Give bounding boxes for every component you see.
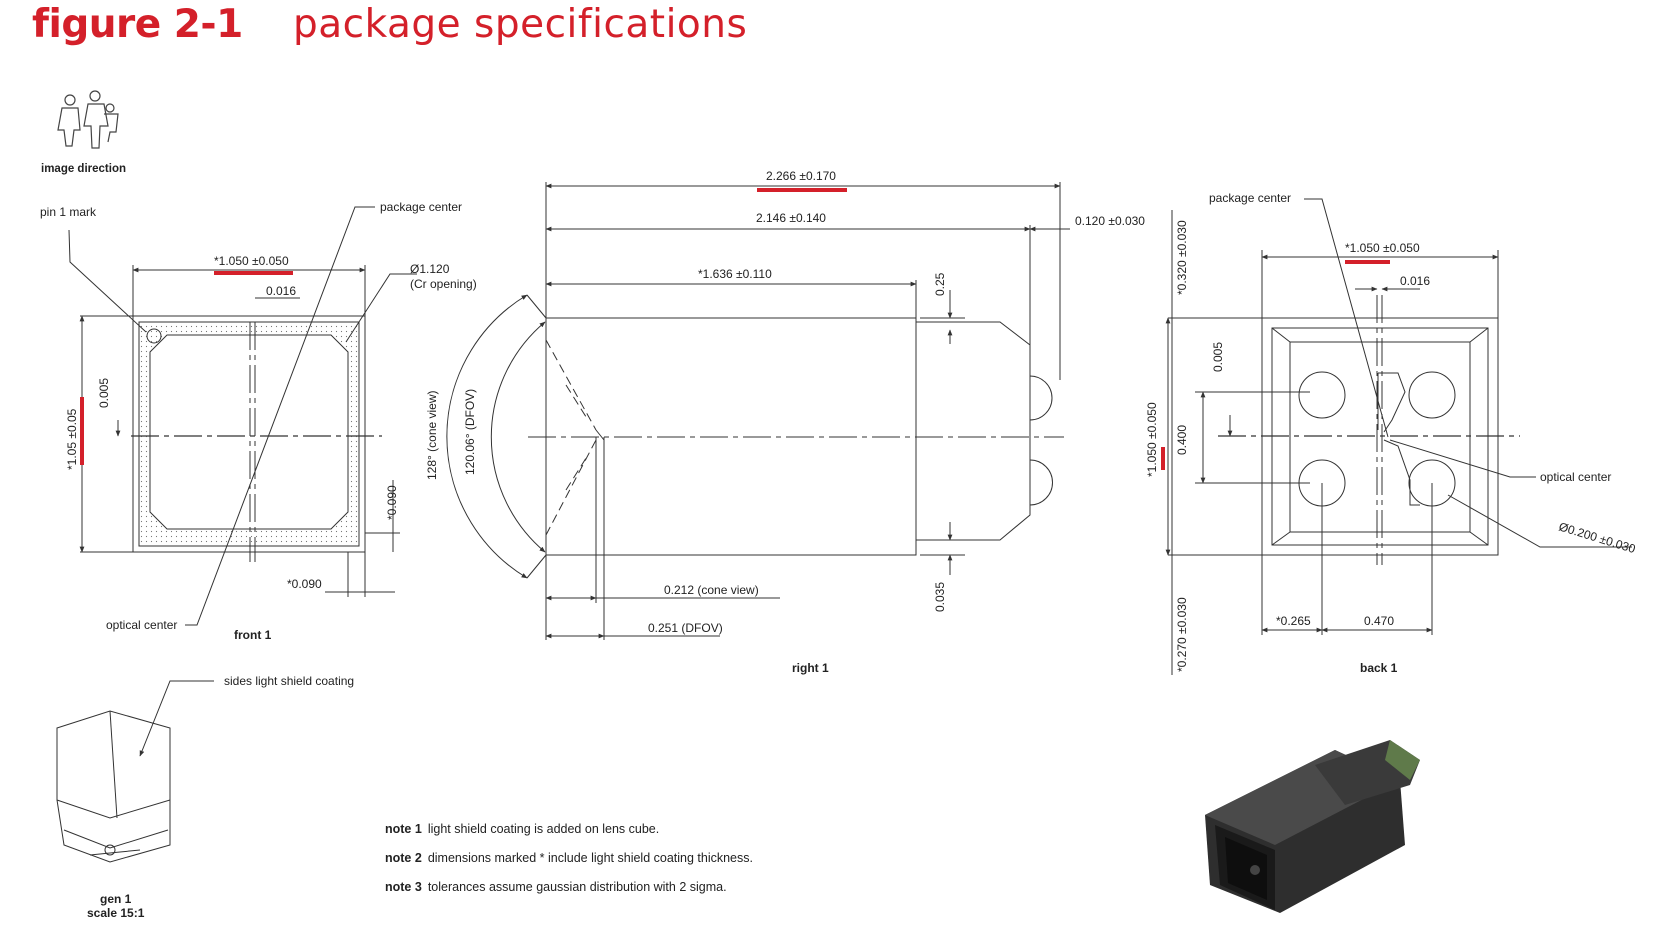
right-view (446, 182, 1070, 640)
back-width-dim: *1.050 ±0.050 (1345, 241, 1420, 255)
front-offset-left: 0.005 (97, 378, 111, 408)
package-center-label: package center (380, 200, 462, 214)
camera-module-photo (1205, 740, 1420, 913)
dim-0320: *0.320 ±0.030 (1175, 220, 1189, 295)
dim-0265: *0.265 (1276, 614, 1311, 628)
note-text: light shield coating is added on lens cu… (427, 822, 660, 836)
front-view-labels: pin 1 mark package center *1.050 ±0.050 … (40, 200, 477, 642)
page-title: package specifications (293, 2, 748, 47)
note-row: note 2 dimensions marked * include light … (385, 851, 753, 880)
gen-view-labels: sides light shield coating gen 1 scale 1… (87, 674, 354, 920)
note-key: note 3 (385, 880, 422, 894)
back-height-dim: *1.050 ±0.050 (1145, 402, 1159, 477)
front-height-dim: *1.05 ±0.05 (65, 408, 79, 470)
gen-caption-line2: scale 15:1 (87, 906, 145, 920)
front-offset-top: 0.016 (266, 284, 296, 298)
back-offset-top: 0.016 (1400, 274, 1430, 288)
len-1636-dim: *1.636 ±0.110 (698, 267, 772, 281)
notes-list: note 1 light shield coating is added on l… (385, 822, 753, 909)
len-2146-dim: 2.146 ±0.140 (756, 211, 826, 225)
back-view (1161, 198, 1632, 675)
front-edge-right: *0.090 (385, 485, 399, 520)
front-view: image direction (41, 90, 417, 626)
angle-cone-label: 128° (cone view) (425, 390, 439, 480)
dim-0270: *0.270 ±0.030 (1175, 597, 1189, 672)
front-width-dim: *1.050 ±0.050 (214, 254, 289, 268)
note-text: tolerances assume gaussian distribution … (427, 880, 727, 894)
opening-line1: Ø1.120 (410, 262, 450, 276)
opening-line2: (Cr opening) (410, 277, 477, 291)
people-figures-icon (57, 90, 119, 149)
optical-center-label: optical center (106, 618, 177, 632)
ball-dia-label: Ø0.200 ±0.030 (1557, 519, 1637, 556)
back-caption: back 1 (1360, 661, 1398, 675)
note-row: note 1 light shield coating is added on l… (385, 822, 753, 851)
gen-view (56, 680, 214, 863)
note-text: dimensions marked * include light shield… (427, 851, 753, 865)
pin1-label: pin 1 mark (40, 205, 97, 219)
right-view-labels: 2.266 ±0.170 2.146 ±0.140 0.120 ±0.030 *… (425, 169, 1145, 675)
front-edge-bottom: *0.090 (287, 577, 322, 591)
figure-number: figure 2-1 (32, 2, 243, 47)
dim-0470: 0.470 (1364, 614, 1394, 628)
dim-0212: 0.212 (cone view) (664, 583, 759, 597)
dim-025: 0.25 (933, 272, 947, 296)
front-caption: front 1 (234, 628, 272, 642)
dim-0005: 0.005 (1211, 342, 1225, 372)
dim-0400: 0.400 (1175, 425, 1189, 455)
dim-0251: 0.251 (DFOV) (648, 621, 723, 635)
back-view-labels: package center *1.050 ±0.050 0.016 *0.32… (1145, 191, 1637, 675)
back-optical-center-label: optical center (1540, 470, 1611, 484)
len-0120-dim: 0.120 ±0.030 (1075, 214, 1145, 228)
note-key: note 2 (385, 851, 422, 865)
gen-caption-line1: gen 1 (100, 892, 132, 906)
angle-dfov-label: 120.06° (DFOV) (463, 389, 477, 475)
note-row: note 3 tolerances assume gaussian distrib… (385, 880, 753, 909)
note-key: note 1 (385, 822, 422, 836)
coating-label: sides light shield coating (224, 674, 354, 688)
back-package-center-label: package center (1209, 191, 1291, 205)
right-caption: right 1 (792, 661, 829, 675)
dim-035: 0.035 (933, 582, 947, 612)
image-direction-label: image direction (41, 163, 126, 175)
total-len-dim: 2.266 ±0.170 (766, 169, 836, 183)
